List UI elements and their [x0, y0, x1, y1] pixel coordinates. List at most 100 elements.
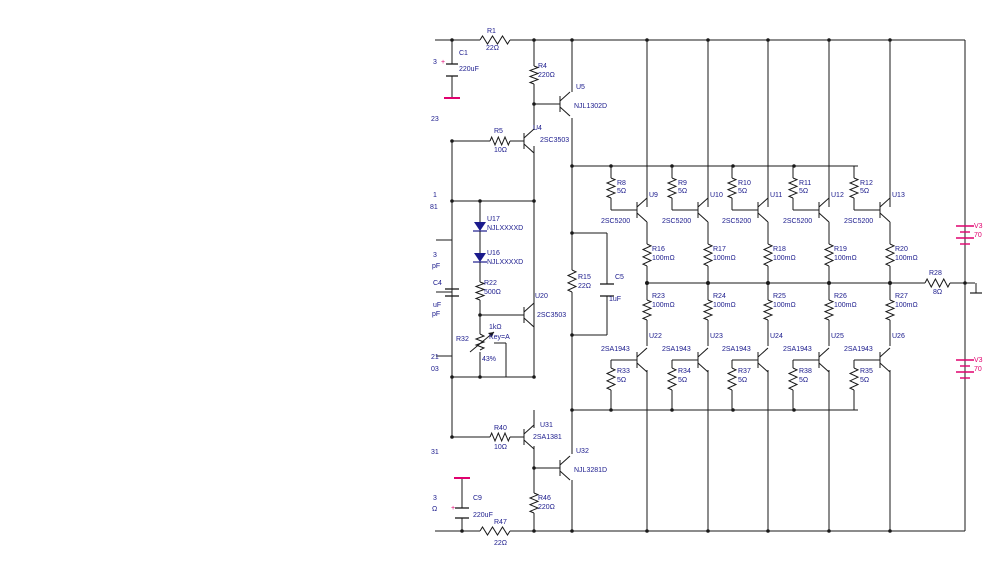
r47-value: 22Ω: [494, 540, 507, 547]
upper-emitter-resistor-name: R16: [652, 246, 665, 253]
transistor-u5: [559, 91, 571, 117]
r28-name: R28: [929, 270, 942, 277]
resistor-upper-emitter: [702, 243, 714, 267]
upper-transistor-part: 2SC5200: [844, 218, 873, 225]
resistor-upper-base: [848, 177, 860, 199]
resistor-r22: [474, 281, 486, 301]
resistor-lower-emitter: [641, 299, 653, 321]
lower-base-resistor-value: 5Ω: [738, 377, 747, 384]
lower-base-resistor-name: R33: [617, 368, 630, 375]
clip-label: 31: [431, 449, 439, 456]
u31-part: 2SA1381: [533, 434, 562, 441]
r32-name: R32: [456, 336, 469, 343]
labels-output: R28 8Ω: [929, 270, 942, 296]
transistor-upper-output: [757, 197, 769, 223]
lower-transistor-part: 2SA1943: [783, 346, 812, 353]
resistor-upper-base: [787, 177, 799, 199]
transistor-upper-output: [697, 197, 709, 223]
c5-name: C5: [615, 274, 624, 281]
clip-label: V3: [974, 223, 983, 230]
lower-emitter-resistor-value: 100mΩ: [834, 302, 857, 309]
lower-stage-labels: R23100mΩU222SA1943R335ΩR24100mΩU232SA194…: [601, 293, 918, 384]
diodes: [473, 222, 487, 266]
transistor-upper-output: [818, 197, 830, 223]
c1-value: 220uF: [459, 66, 479, 73]
u4-part: 2SC3503: [540, 137, 569, 144]
supply-markers: [444, 97, 982, 479]
upper-transistor-part: 2SC5200: [783, 218, 812, 225]
r4-value: 220Ω: [538, 72, 555, 79]
resistor-upper-base: [666, 177, 678, 199]
upper-base-resistor-value: 5Ω: [617, 188, 626, 195]
upper-transistor-name: U10: [710, 192, 723, 199]
r15-value: 22Ω: [578, 283, 591, 290]
transistor-lower-output: [636, 347, 648, 373]
lower-emitter-resistor-value: 100mΩ: [713, 302, 736, 309]
lower-base-resistor-value: 5Ω: [617, 377, 626, 384]
upper-base-resistor-name: R9: [678, 180, 687, 187]
c9-value: 220uF: [473, 512, 493, 519]
u31-name: U31: [540, 422, 553, 429]
resistor-lower-emitter: [762, 299, 774, 321]
upper-emitter-resistor-value: 100mΩ: [773, 255, 796, 262]
r22-value: 500Ω: [484, 289, 501, 296]
u5-part: NJL1302D: [574, 103, 607, 110]
svg-text:+: +: [451, 505, 455, 512]
wires: [435, 39, 975, 532]
clip-label: 1: [433, 192, 437, 199]
transistor-upper-output: [879, 197, 891, 223]
clipped-labels: 3 23 1 81 3 pF C4 uF pF 21 03 31 3 Ω V3 …: [430, 59, 983, 513]
lower-base-resistor-value: 5Ω: [860, 377, 869, 384]
upper-base-resistor-name: R12: [860, 180, 873, 187]
lower-base-resistor-name: R34: [678, 368, 691, 375]
upper-emitter-resistor-value: 100mΩ: [895, 255, 918, 262]
lower-transistor-name: U24: [770, 333, 783, 340]
clip-label: C4: [433, 280, 442, 287]
r4-name: R4: [538, 63, 547, 70]
junctions: [450, 38, 967, 533]
transistor-u4: [523, 128, 535, 154]
clip-label: 3: [433, 59, 437, 66]
r46-value: 220Ω: [538, 504, 555, 511]
resistor-r46: [528, 492, 540, 514]
upper-emitter-resistor-value: 100mΩ: [713, 255, 736, 262]
resistor-lower-base: [787, 367, 799, 391]
r5-name: R5: [494, 128, 503, 135]
lower-emitter-resistor-value: 100mΩ: [652, 302, 675, 309]
upper-base-resistor-value: 5Ω: [799, 188, 808, 195]
transistor-lower-output: [818, 347, 830, 373]
lower-emitter-resistor-name: R25: [773, 293, 786, 300]
r22-name: R22: [484, 280, 497, 287]
upper-base-resistor-value: 5Ω: [678, 188, 687, 195]
resistor-r15: [566, 269, 578, 293]
transistor-u20: [523, 302, 535, 328]
transistor-upper-output: [636, 197, 648, 223]
pot-value: 1kΩ: [489, 324, 502, 331]
clip-label: 21: [431, 354, 439, 361]
resistor-upper-emitter: [884, 243, 896, 267]
capacitors: + +: [436, 59, 614, 519]
upper-transistor-name: U11: [770, 192, 782, 199]
upper-transistor-name: U12: [831, 192, 844, 199]
resistor-lower-emitter: [823, 299, 835, 321]
upper-transistor-part: 2SC5200: [662, 218, 691, 225]
resistor-lower-base: [605, 367, 617, 391]
upper-emitter-resistor-value: 100mΩ: [652, 255, 675, 262]
lower-transistor-part: 2SA1943: [662, 346, 691, 353]
lower-emitter-resistor-name: R24: [713, 293, 726, 300]
clip-label: 70: [974, 366, 982, 373]
svg-text:+: +: [441, 59, 445, 66]
resistor-r4: [528, 65, 540, 85]
lower-emitter-resistor-value: 100mΩ: [895, 302, 918, 309]
transistor-u32: [559, 455, 571, 481]
lower-transistor-part: 2SA1943: [601, 346, 630, 353]
r1-name: R1: [487, 28, 496, 35]
pot-percent: 43%: [482, 356, 496, 363]
transistor-u31: [523, 424, 535, 450]
lower-transistor-name: U25: [831, 333, 844, 340]
upper-transistor-name: U13: [892, 192, 905, 199]
labels-bias: U17 NJLXXXXD U16 NJLXXXXD R22 500Ω U20 2…: [456, 216, 624, 363]
upper-emitter-resistor-name: R17: [713, 246, 726, 253]
resistor-lower-emitter: [702, 299, 714, 321]
